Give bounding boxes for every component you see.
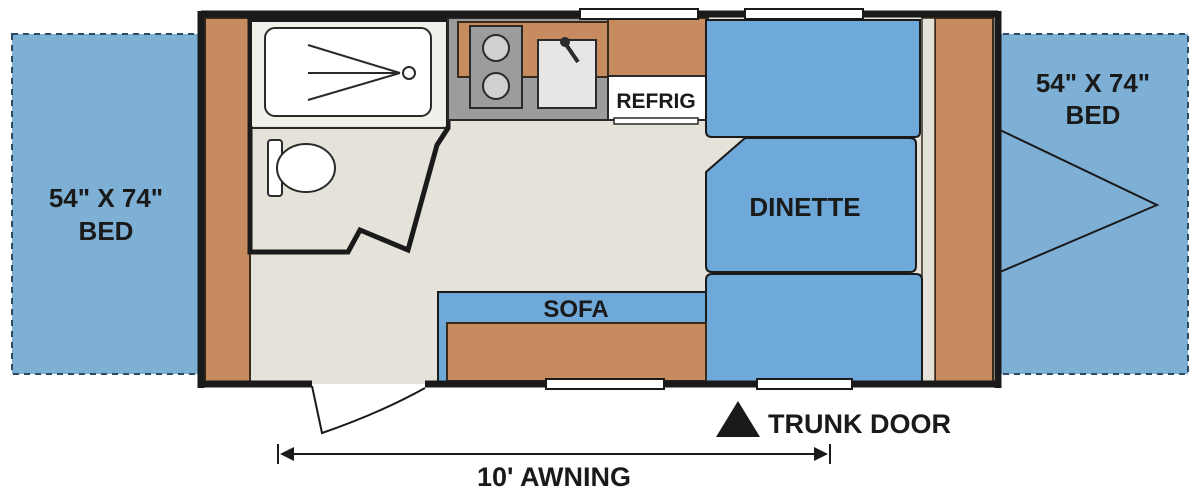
refrigerator-label: REFRIG: [616, 90, 695, 113]
trunk-door-arrow-icon: [716, 401, 760, 437]
windows: [545, 8, 864, 390]
hitch-triangle: [999, 129, 1160, 273]
left-wood-panel: [204, 17, 251, 384]
window: [744, 8, 864, 20]
faucet-icon: [560, 37, 580, 64]
dinette-label: DINETTE: [749, 192, 860, 222]
window: [579, 8, 699, 20]
awning-label: 10' AWNING: [477, 462, 631, 492]
burner-icon: [482, 72, 510, 100]
toilet-icon: [267, 139, 336, 197]
left-bed: [11, 33, 215, 375]
trunk-door-label: TRUNK DOOR: [768, 409, 951, 439]
left-bed-size: 54" X 74": [49, 183, 163, 213]
right-divider-strip: [921, 17, 936, 384]
awning-dimension: [277, 444, 831, 464]
dinette: DINETTE: [705, 19, 923, 385]
right-bed: [991, 33, 1189, 375]
bathroom: [247, 17, 451, 255]
arrow-right-icon: [814, 447, 828, 461]
window: [756, 378, 853, 390]
window: [545, 378, 665, 390]
left-bed-label: BED: [79, 216, 134, 246]
sofa-label: SOFA: [543, 296, 608, 323]
arrow-left-icon: [280, 447, 294, 461]
shower-drain-icon: [307, 44, 416, 101]
bath-door: [435, 127, 450, 146]
right-wood-panel: [934, 17, 994, 384]
right-bed-size: 54" X 74": [1036, 68, 1150, 98]
refrigerator: REFRIG: [607, 17, 709, 125]
sofa: SOFA: [437, 291, 707, 385]
right-bed-label: BED: [1066, 100, 1121, 130]
entry-door: [311, 385, 426, 435]
burner-icon: [482, 34, 510, 62]
sink: [537, 39, 597, 109]
trunk-door-marker: TRUNK DOOR: [716, 401, 951, 439]
kitchen: [447, 17, 609, 121]
